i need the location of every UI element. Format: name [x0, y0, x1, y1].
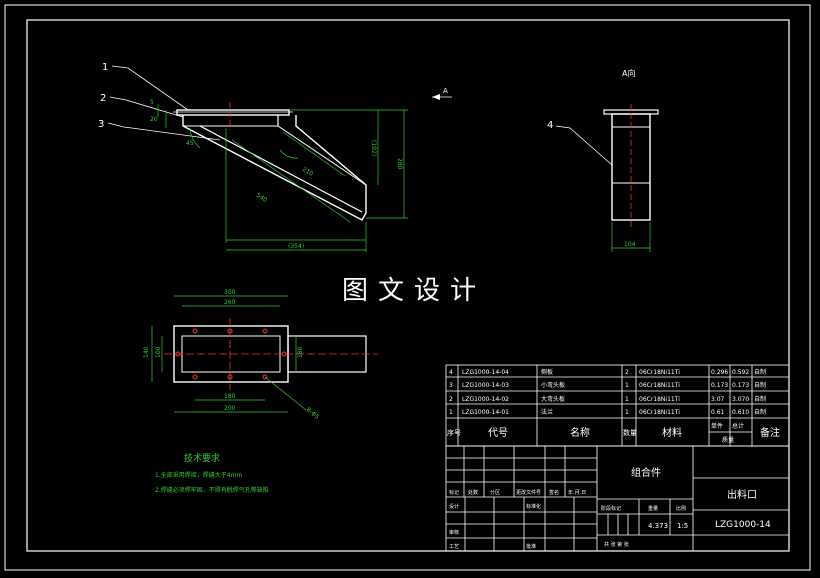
row3-qty: 1	[625, 382, 629, 389]
tb-weight: 4.373	[648, 522, 668, 530]
header-weight: 质量	[722, 436, 734, 444]
row3-name: 小弯头板	[541, 381, 565, 389]
header-total: 总计	[732, 422, 744, 430]
dim-200: 200	[224, 405, 236, 412]
dim-280: 280	[396, 158, 403, 170]
tb-sheet: 共 张 第 张	[604, 541, 629, 548]
row3-no: 3	[449, 382, 453, 389]
a-view-title: A向	[622, 68, 635, 78]
dim-104: 104	[624, 241, 636, 248]
dim-300: 300	[224, 289, 236, 296]
row2-qty: 1	[625, 396, 629, 403]
header-code: 代号	[488, 427, 508, 439]
callout-4: 4	[547, 120, 553, 131]
row4-code: LZG1000-14-04	[462, 369, 509, 376]
tb-change-doc: 更改文件号	[516, 489, 541, 496]
dim-180: 180	[297, 346, 304, 358]
row1-qty: 1	[625, 409, 629, 416]
tb-standard: 标准化	[526, 503, 541, 510]
tb-assembly: 组合件	[631, 466, 661, 479]
row3-note: 自制	[754, 381, 766, 389]
tech-title: 技术要求	[184, 452, 220, 464]
tech-line-2: 2.焊缝必须焊牢固，不得有脱焊气孔等缺陷	[155, 486, 269, 494]
tb-weight-label: 重量	[648, 505, 658, 512]
tech-line-1: 1.全部采用焊接，焊缝大于4mm	[155, 471, 242, 479]
row4-unit: 0.296	[711, 369, 728, 376]
callout-2: 2	[100, 93, 106, 104]
dim-540: 540	[255, 192, 269, 204]
tb-mark: 标记	[449, 489, 459, 496]
row4-qty: 2	[625, 369, 629, 376]
dim-260: 260	[224, 299, 236, 306]
tb-date: 年.月.日	[568, 489, 586, 496]
row2-material: 06Cr18Ni11Ti	[639, 396, 680, 403]
dim-20: 20	[150, 116, 158, 123]
tb-count: 处数	[468, 489, 478, 496]
row1-code: LZG1000-14-01	[462, 409, 509, 416]
tb-process: 工艺	[449, 544, 459, 550]
dim-210: 210	[301, 166, 315, 178]
watermark: 图文设计	[342, 276, 486, 306]
row1-name: 法兰	[541, 408, 553, 416]
header-qty: 数量	[623, 428, 637, 437]
row2-total: 3.070	[732, 396, 749, 403]
row4-name: 侧板	[541, 368, 553, 376]
tech-requirements: 技术要求 1.全部采用焊接，焊缝大于4mm 2.焊缝必须焊牢固，不得有脱焊气孔等…	[155, 452, 269, 494]
header-material: 材料	[662, 426, 682, 439]
row4-material: 06Cr18Ni11Ti	[639, 369, 680, 376]
dim-354: (354)	[288, 243, 304, 250]
callout-3: 3	[98, 119, 104, 130]
dim-45: 45	[186, 140, 194, 147]
tb-drawing-no: LZG1000-14	[715, 520, 771, 530]
row1-unit: 0.61	[711, 409, 725, 416]
row2-note: 自制	[754, 395, 766, 403]
header-unit: 单件	[711, 422, 723, 430]
tb-scale: 1:5	[677, 522, 688, 530]
row1-note: 自制	[754, 408, 766, 416]
row4-no: 4	[449, 369, 453, 376]
row1-total: 0.610	[732, 409, 749, 416]
header-no: 序号	[447, 428, 461, 437]
row2-name: 大弯头板	[541, 395, 565, 403]
title-block: 标记 处数 分区 更改文件号 签名 年.月.日 设计 标准化 审核 工艺 批准 …	[445, 445, 790, 552]
dim-180b: 180	[224, 393, 236, 400]
tb-design: 设计	[449, 503, 459, 510]
dim-holes: 8-Φ5	[305, 406, 321, 421]
header-name: 名称	[570, 426, 590, 439]
header-note: 备注	[760, 426, 780, 439]
dim-100: 100	[155, 346, 162, 358]
tb-sign: 签名	[549, 489, 559, 496]
row2-no: 2	[449, 396, 453, 403]
row2-unit: 3.07	[711, 396, 725, 403]
tb-part-name: 出料口	[727, 488, 757, 501]
row4-total: 0.592	[732, 369, 749, 376]
dim-192: (192)	[370, 140, 377, 156]
dim-5: 5	[150, 99, 154, 106]
tb-review: 审核	[449, 529, 459, 536]
front-view: 1 2 3 5 20 45 210 540 (192) 280	[98, 62, 452, 252]
row1-no: 1	[449, 409, 453, 416]
row3-unit: 0.173	[711, 382, 728, 389]
tb-approve: 批准	[526, 543, 536, 550]
tb-stage: 阶段标记	[601, 505, 621, 512]
callout-1: 1	[102, 62, 108, 73]
row3-total: 0.173	[732, 382, 749, 389]
view-a-arrow-label: A	[443, 87, 448, 95]
parts-list: 4 LZG1000-14-04 侧板 2 06Cr18Ni11Ti 0.296 …	[445, 364, 790, 447]
tb-scale-label: 比例	[676, 505, 686, 512]
top-view: 300 260 140 100 180 180 200 8-Φ5	[143, 289, 378, 421]
dim-140: 140	[143, 346, 150, 358]
row3-code: LZG1000-14-03	[462, 382, 509, 389]
a-view: A向 4 104	[547, 68, 659, 252]
drawing-border	[4, 4, 811, 571]
row2-code: LZG1000-14-02	[462, 396, 509, 403]
row3-material: 06Cr18Ni11Ti	[639, 382, 680, 389]
row4-note: 自制	[754, 368, 766, 376]
tb-zone: 分区	[490, 489, 500, 496]
row1-material: 06Cr18Ni11Ti	[639, 409, 680, 416]
